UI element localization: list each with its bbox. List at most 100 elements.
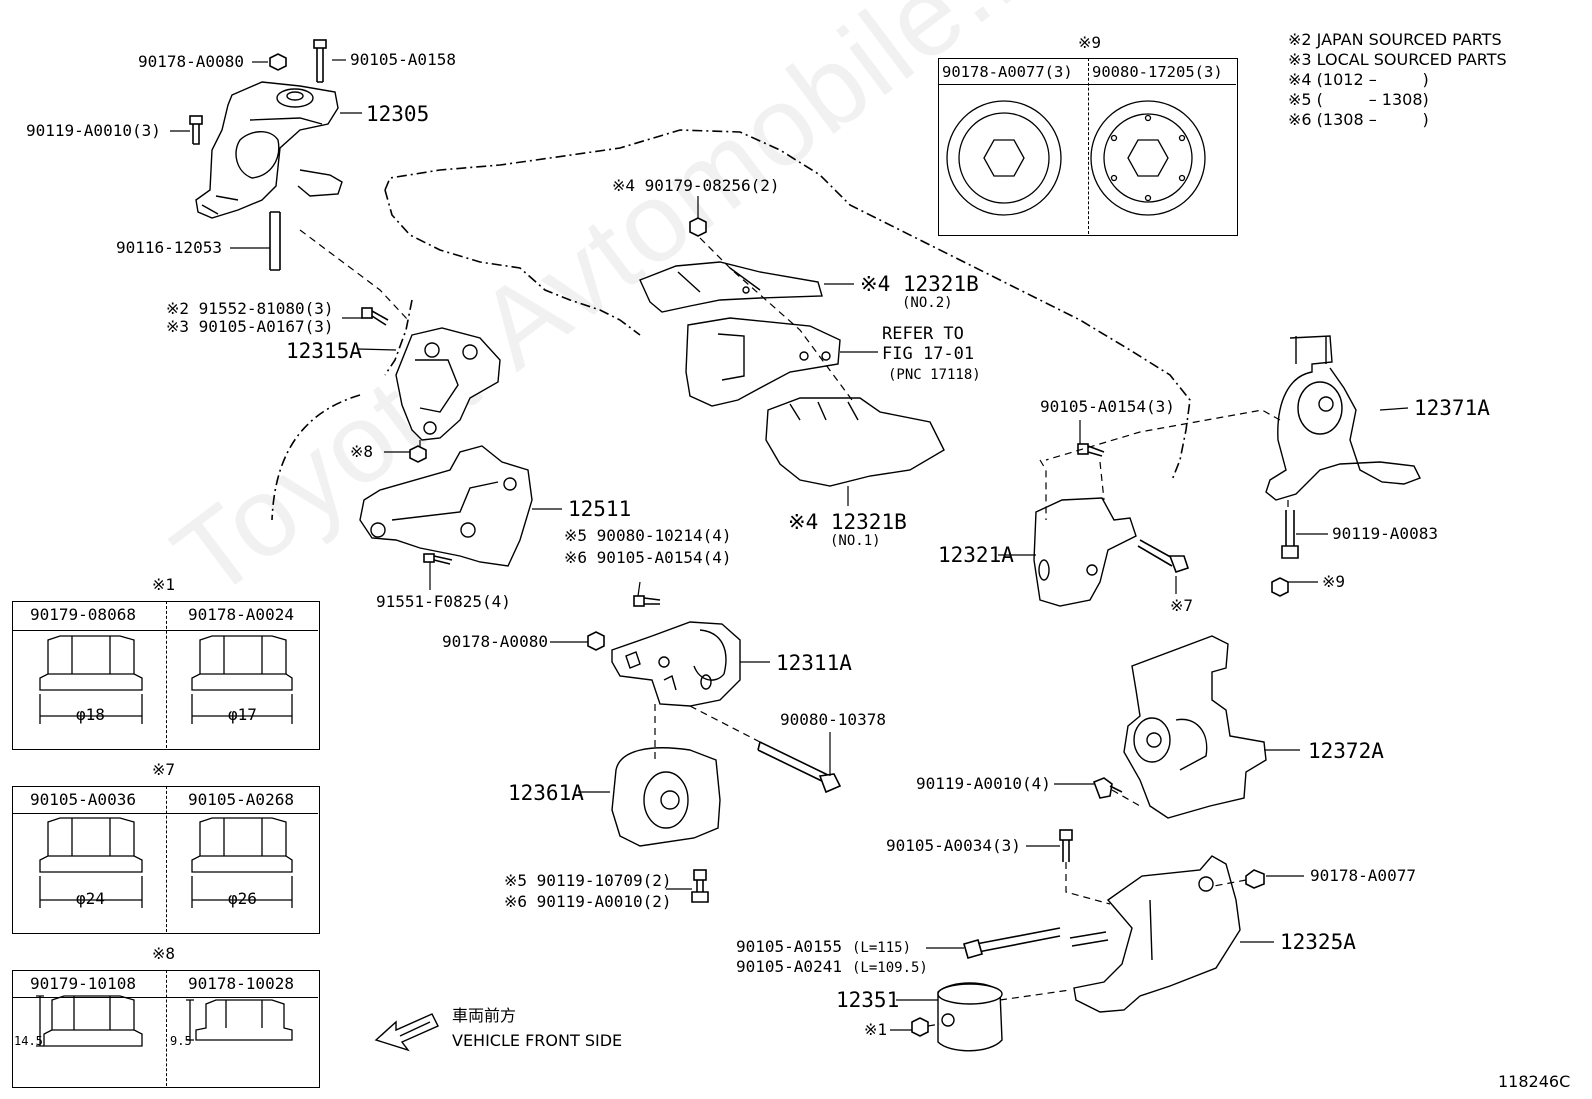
label-91552-81080: ※2 91552-81080(3) [166,299,334,318]
table-7-title: ※7 [152,760,176,779]
nut-8 [409,445,427,463]
leader-lines [170,59,1409,1031]
bolt-90105-A0154-3 [1077,443,1105,457]
bracket-12325A [1073,855,1241,1013]
nut-90179-08256 [689,217,707,237]
table-7-part-2: 90105-A0268 [188,790,294,809]
label-12321A: 12321A [938,543,1014,567]
mount-12372A [1123,635,1267,819]
label-90179-08256: ※4 90179-08256(2) [612,176,780,195]
label-12325A: 12325A [1280,930,1356,954]
label-90178-A0080-mid: 90178-A0080 [442,632,548,651]
nut-90178-A0080-top [269,53,287,71]
label-90178-A0077: 90178-A0077 [1310,866,1416,885]
bolt-90105-A0158 [313,39,327,83]
bolt-90105-A0034 [1059,829,1073,862]
label-90105-A0154-3: 90105-A0154(3) [1040,397,1175,416]
front-label-en: VEHICLE FRONT SIDE [452,1031,623,1050]
bolt-90105-A0241 [1069,931,1109,947]
engine-outline [384,129,1191,481]
engine-outline-lower [384,189,641,336]
table-1-divider [166,601,167,748]
label-12321B-no2-sub: (NO.2) [902,295,953,311]
table-9-divider [1088,58,1089,234]
note-5: ※5 ( – 1308) [1288,90,1429,109]
bolt-7 [1137,539,1190,574]
table-7-header-line [12,813,318,814]
label-refer-2: FIG 17-01 [882,344,975,364]
dashed-connectors [299,229,1289,1027]
label-90105-A0154-4: ※6 90105-A0154(4) [564,548,732,567]
nut-table-drawings [36,635,293,1047]
table-8-title: ※8 [152,944,176,963]
label-12361A: 12361A [508,781,584,805]
label-12372A: 12372A [1308,739,1384,763]
note-6: ※6 (1308 – ) [1288,110,1429,129]
bolt-90119-10709 [691,869,709,903]
bolt-90080-10214 [633,595,661,607]
mount-12371A [1265,335,1421,501]
table-9-header-line [938,84,1236,85]
label-90080-10214: ※5 90080-10214(4) [564,526,732,545]
table-9-title: ※9 [1078,33,1102,52]
bolt-90119-A0010-3 [189,115,203,145]
label-refer-3: (PNC 17118) [888,367,981,383]
label-mark-8: ※8 [350,442,374,461]
nut-1 [911,1017,929,1037]
table-7-dim-2: φ26 [228,889,257,908]
mount-12361A [611,747,721,847]
label-90119-10709: ※5 90119-10709(2) [504,871,672,890]
label-12511: 12511 [568,497,632,521]
label-12321B-no2: ※4 12321B [860,272,979,296]
label-refer-1: REFER TO [882,324,964,344]
bracket-refer [685,317,841,407]
notes-block: ※2 JAPAN SOURCED PARTS ※3 LOCAL SOURCED … [1288,30,1507,130]
label-90105-A0241-len: (L=109.5) [852,960,928,976]
label-12371A: 12371A [1414,396,1490,420]
bolt-90119-A0083 [1281,510,1299,559]
label-90080-10378: 90080-10378 [780,710,886,729]
label-91551-F0825: 91551-F0825(4) [376,592,511,611]
table-1-dim-2: φ17 [228,705,257,724]
label-90116-12053: 90116-12053 [116,238,222,257]
table-8-part-2: 90178-10028 [188,974,294,993]
label-mark-7: ※7 [1170,596,1194,615]
label-90105-A0158: 90105-A0158 [350,50,456,69]
label-12311A: 12311A [776,651,852,675]
table-1-part-1: 90179-08068 [30,605,136,624]
note-4: ※4 (1012 – ) [1288,70,1429,89]
bolt-91552-81080 [361,307,389,326]
front-line [384,299,413,376]
note-2: ※2 JAPAN SOURCED PARTS [1288,30,1502,49]
bracket-12315A [395,327,501,441]
table-9-part-2: 90080-17205(3) [1092,63,1223,81]
nut-9 [1271,577,1289,597]
bracket-12511 [359,445,533,567]
table-1-title: ※1 [152,575,176,594]
label-12321B-no1: ※4 12321B [788,510,907,534]
table-8-part-1: 90179-10108 [30,974,136,993]
table-7-divider [166,786,167,932]
label-90178-A0080-top: 90178-A0080 [138,52,244,71]
front-arrow [374,1013,439,1052]
note-3: ※3 LOCAL SOURCED PARTS [1288,50,1507,69]
figure-id: 118246C [1498,1072,1571,1091]
label-90105-A0155-len: (L=115) [852,940,912,956]
shield-12321B-no2 [639,261,823,313]
label-mark-1: ※1 [864,1020,888,1039]
label-90105-A0034: 90105-A0034(3) [886,836,1021,855]
table9-drawings [946,100,1206,216]
bracket-12321A [1033,497,1137,607]
shield-12321B-no1 [765,397,945,487]
label-90119-A0010-3: 90119-A0010(3) [26,121,161,140]
label-12315A: 12315A [286,339,362,363]
table-7-dim-1: φ24 [76,889,105,908]
table-8-divider [166,970,167,1086]
label-90105-A0241: 90105-A0241 [736,957,842,976]
table-8-header-line [12,997,318,998]
front-label-jp: 車両前方 [452,1006,517,1025]
bolt-90105-A0155 [963,927,1061,959]
nut-90178-A0080-mid [587,631,605,651]
bushing-12351 [937,982,1003,1052]
